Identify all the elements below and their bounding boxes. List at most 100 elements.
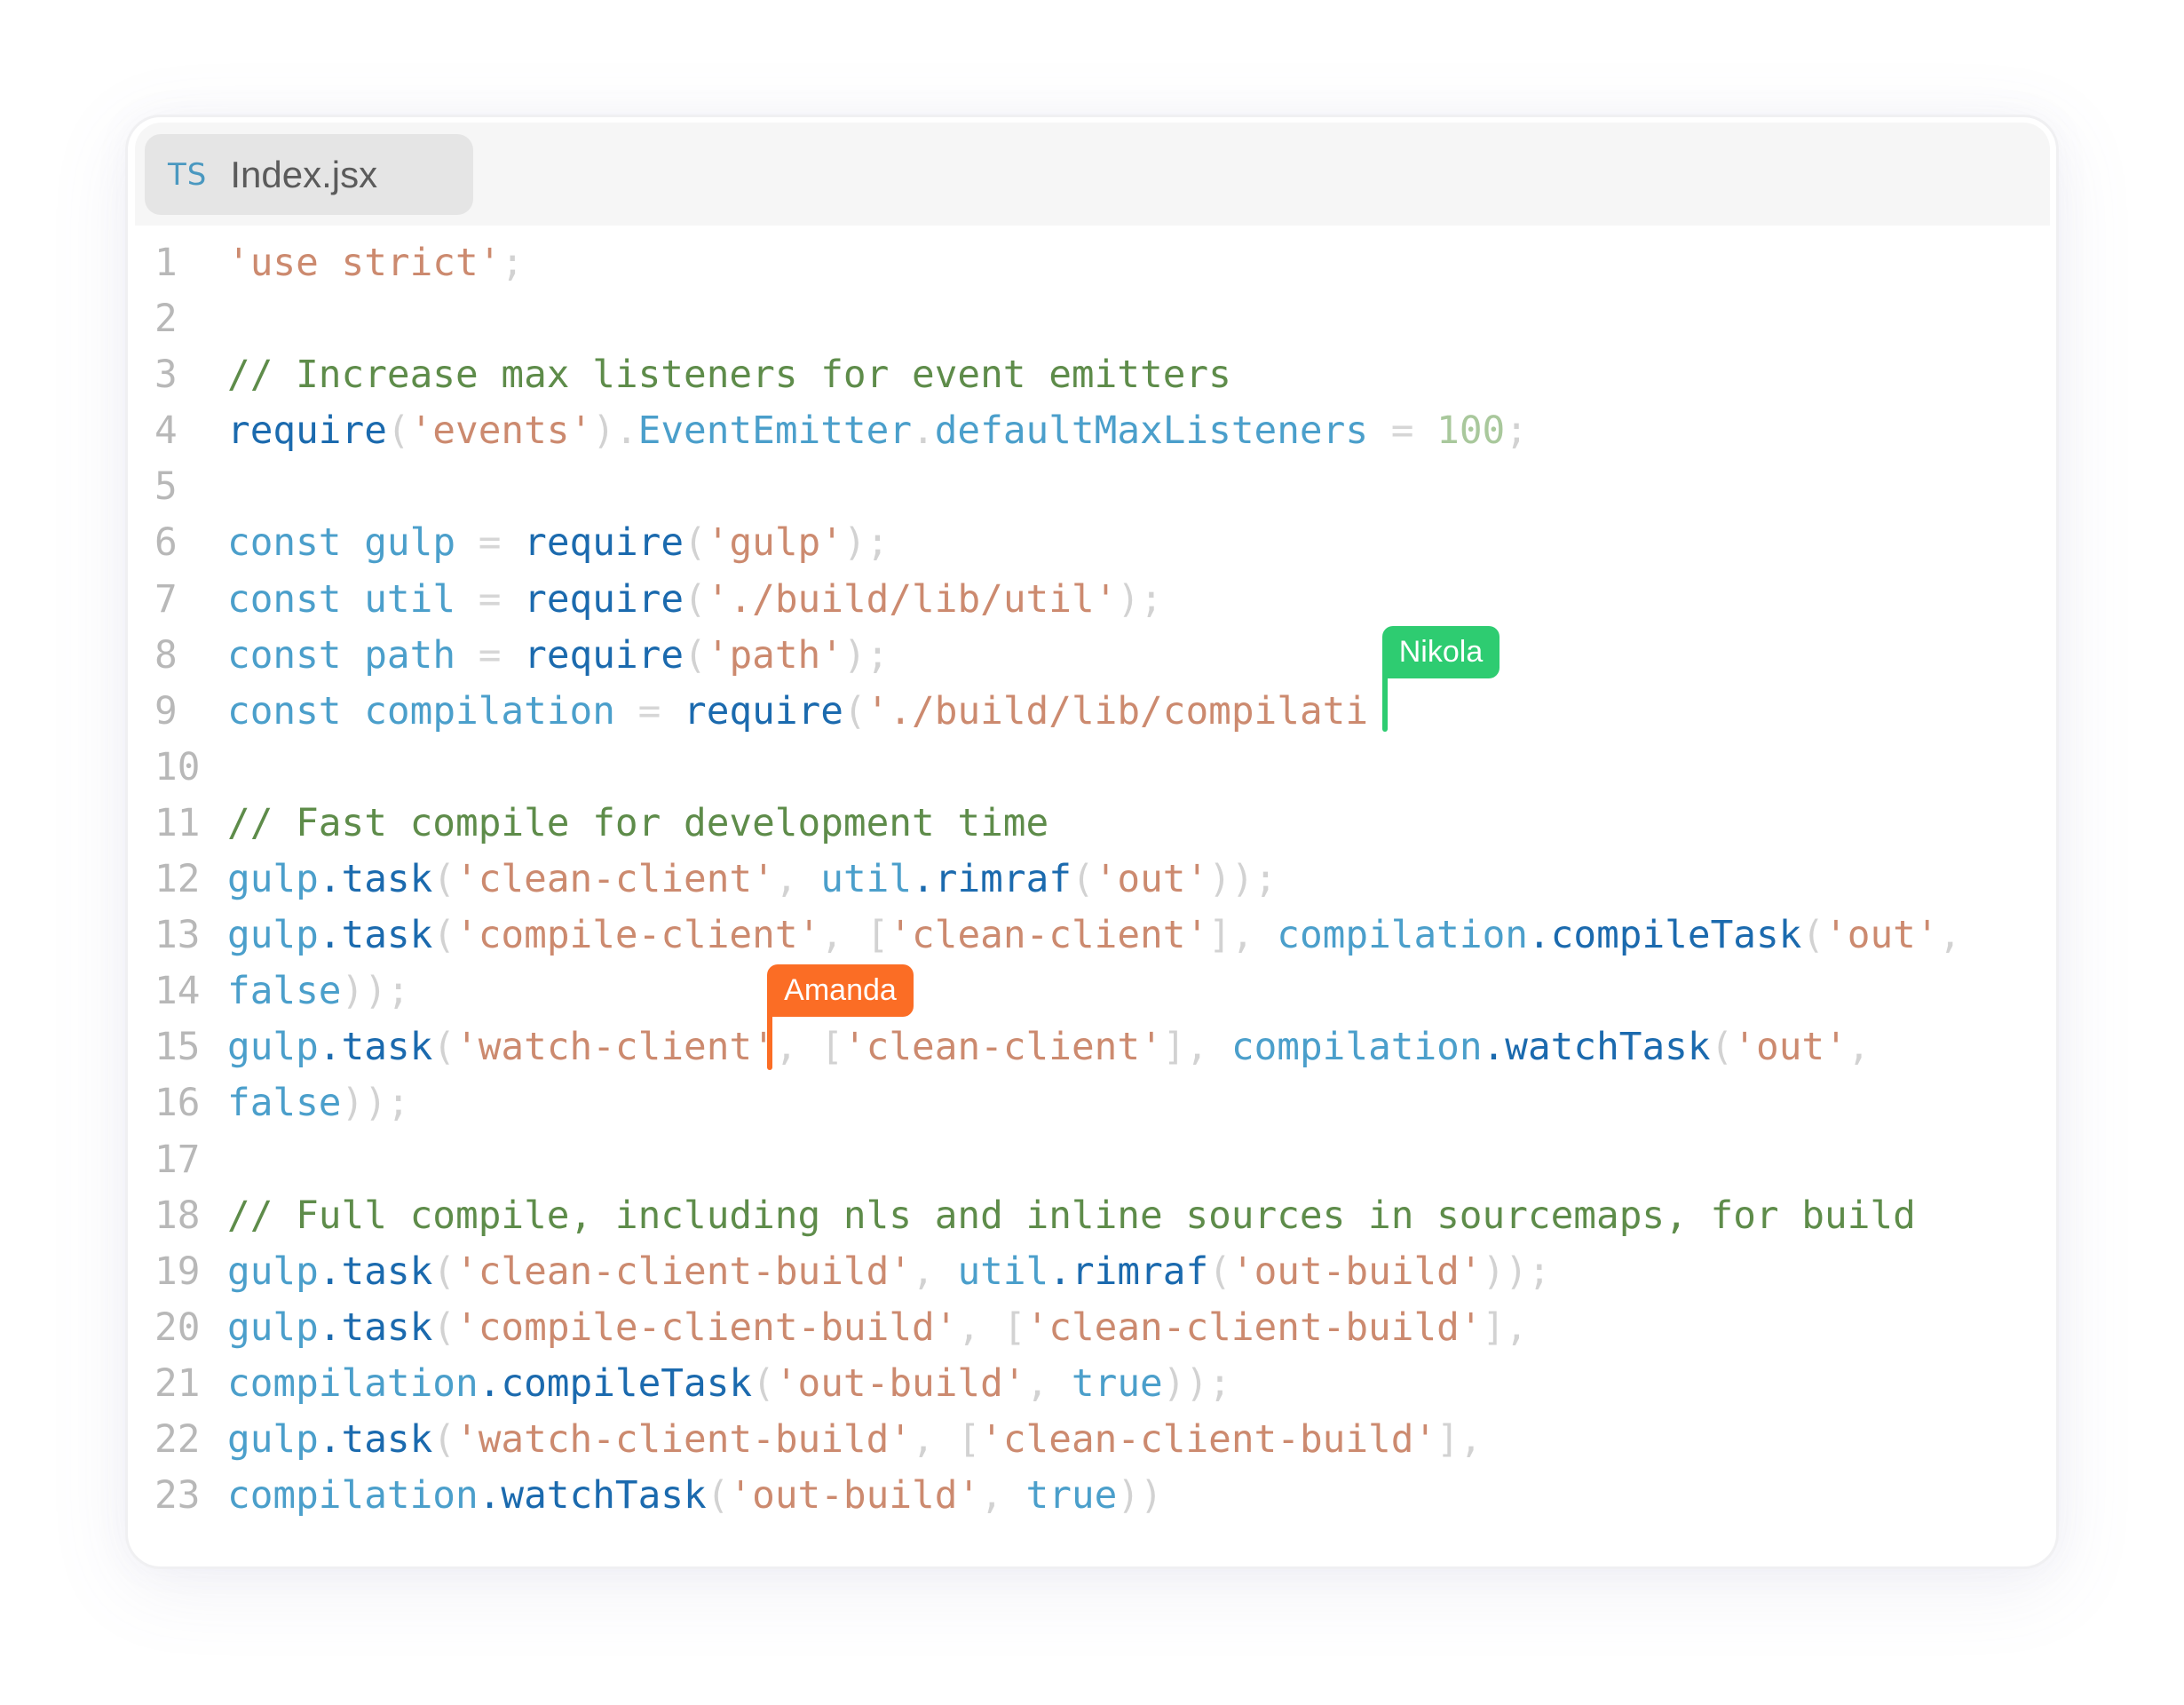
code-text: compilation.watchTask('out-build', true)… xyxy=(227,1468,1163,1524)
code-token: require xyxy=(524,576,684,622)
code-token: 'out' xyxy=(1824,913,1939,958)
code-token: 'compile-client-build' xyxy=(455,1305,958,1350)
code-token: 'clean-client-build' xyxy=(1025,1305,1483,1350)
code-token: ( xyxy=(684,576,707,622)
code-token: , xyxy=(1025,1360,1072,1406)
code-token: path xyxy=(341,632,456,678)
code-token: gulp xyxy=(341,520,456,566)
text-cursor-caret xyxy=(767,995,772,1070)
code-token: 'watch-client-build' xyxy=(455,1416,913,1462)
code-line[interactable]: 11 // Fast compile for development time xyxy=(0,796,2184,852)
line-number: 21 xyxy=(154,1360,201,1406)
code-token: ( xyxy=(432,1025,456,1070)
code-token: .task xyxy=(318,1025,433,1070)
code-token: gulp xyxy=(227,857,319,902)
line-number: 13 xyxy=(154,913,201,958)
code-line[interactable]: 9 const compilation = require('./build/li… xyxy=(0,684,2184,740)
code-token: ); xyxy=(843,632,890,678)
code-token: , [ xyxy=(912,1416,981,1462)
code-line[interactable]: 3// Increase max listeners for event emi… xyxy=(0,347,2184,403)
code-token: // Fast compile for development time xyxy=(227,800,1049,845)
code-token: .compileTask xyxy=(1527,913,1802,958)
code-line[interactable]: 17 xyxy=(0,1132,2184,1188)
code-token: = xyxy=(455,576,525,622)
code-token: const xyxy=(227,688,342,734)
code-token: 'compile-client' xyxy=(455,913,821,958)
code-token: , [ xyxy=(957,1305,1026,1350)
code-text: false)); xyxy=(227,964,410,1019)
line-number: 11 xyxy=(154,800,201,845)
code-token: .rimraf xyxy=(912,857,1072,902)
code-token: .watchTask xyxy=(478,1473,707,1519)
code-token: = xyxy=(1368,408,1437,454)
code-token: ], xyxy=(1482,1305,1528,1350)
code-token: gulp xyxy=(227,1305,319,1350)
code-token: 'out' xyxy=(1094,857,1209,902)
code-token: , xyxy=(1938,913,1962,958)
code-token: require xyxy=(227,408,387,454)
code-line[interactable]: 1'use strict'; xyxy=(0,235,2184,291)
code-token: , xyxy=(980,1473,1026,1519)
code-text: gulp.task('watch-client', ['clean-client… xyxy=(227,1019,1871,1075)
code-editor-card xyxy=(125,115,2059,1569)
code-token: ], xyxy=(1208,913,1278,958)
code-line[interactable]: 2 xyxy=(0,291,2184,347)
code-text: const util = require('./build/lib/util')… xyxy=(227,572,1163,628)
code-token: 'path' xyxy=(706,632,843,678)
code-token: ( xyxy=(432,1305,456,1350)
code-token: 'out-build' xyxy=(774,1360,1026,1406)
cursor-name-tag: Amanda xyxy=(767,964,914,1017)
code-token: )); xyxy=(1208,857,1278,902)
code-text: const gulp = require('gulp'); xyxy=(227,515,889,571)
code-token: 100 xyxy=(1436,408,1506,454)
code-token: ( xyxy=(1208,1249,1231,1294)
code-token: gulp xyxy=(227,1249,319,1294)
code-line[interactable]: 18// Full compile, including nls and inl… xyxy=(0,1188,2184,1244)
code-text: gulp.task('clean-client-build', util.rim… xyxy=(227,1244,1551,1300)
code-token: .rimraf xyxy=(1048,1249,1209,1294)
code-line[interactable]: 5 xyxy=(0,459,2184,515)
code-text: const compilation = require('./build/lib… xyxy=(227,684,1368,740)
code-token: ( xyxy=(1071,857,1095,902)
code-token: gulp xyxy=(227,1416,319,1462)
line-number: 12 xyxy=(154,857,201,902)
code-token: .task xyxy=(318,1416,433,1462)
code-token: = xyxy=(455,632,525,678)
code-token: './build/lib/util' xyxy=(706,576,1118,622)
code-line[interactable]: 10 xyxy=(0,740,2184,796)
code-token: 'events' xyxy=(409,408,593,454)
code-token: ( xyxy=(386,408,410,454)
code-text: require('events').EventEmitter.defaultMa… xyxy=(227,403,1528,459)
code-token: compilation xyxy=(1230,1025,1483,1070)
code-token: 'gulp' xyxy=(706,520,843,566)
typescript-file-icon: TS xyxy=(168,156,208,193)
code-token: ], xyxy=(1436,1416,1483,1462)
code-token: compilation xyxy=(341,688,615,734)
line-number: 10 xyxy=(154,744,201,789)
code-token: util xyxy=(341,576,456,622)
code-token: EventEmitter xyxy=(637,408,913,454)
file-tab-index-jsx[interactable]: TS Index.jsx xyxy=(145,134,473,215)
line-number: 9 xyxy=(154,688,178,734)
code-token: const xyxy=(227,520,342,566)
line-number: 1 xyxy=(154,241,178,285)
code-token: 'out-build' xyxy=(729,1473,981,1519)
code-token: ( xyxy=(432,1416,456,1462)
code-text: gulp.task('compile-client-build', ['clea… xyxy=(227,1300,1528,1356)
code-token: ( xyxy=(684,632,707,678)
